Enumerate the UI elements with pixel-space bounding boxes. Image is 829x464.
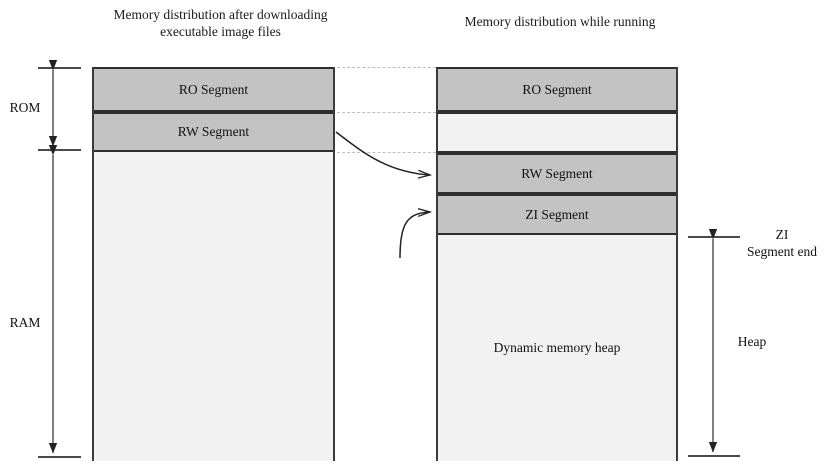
zi-segment-end-label: ZI Segment end: [746, 227, 818, 259]
rom-top-tick: [38, 67, 81, 69]
rom-label: ROM: [9, 100, 41, 115]
ram-label: RAM: [9, 315, 41, 330]
right-panel-title: Memory distribution while running: [464, 14, 656, 29]
ram-bottom-tick: [38, 456, 81, 458]
connector-dotted-bottom: [337, 152, 436, 153]
right-segment-heap: Dynamic memory heap: [436, 235, 678, 461]
heap-end-tick: [688, 455, 740, 457]
rw-migration-arrow: [335, 131, 430, 175]
left-column-right-edge: [333, 67, 335, 461]
connector-dotted-middle: [337, 112, 436, 113]
zi-creation-arrow: [399, 212, 430, 259]
zi-end-tick: [688, 236, 740, 238]
left-segment-free: [92, 152, 335, 461]
right-segment-rw: RW Segment: [436, 153, 678, 194]
right-segment-gap: [436, 112, 678, 153]
right-column-right-edge: [676, 67, 678, 461]
left-segment-rw: RW Segment: [92, 112, 335, 152]
right-segment-zi: ZI Segment: [436, 194, 678, 235]
heap-label: Heap: [737, 334, 767, 349]
left-segment-ro: RO Segment: [92, 67, 335, 112]
right-segment-ro: RO Segment: [436, 67, 678, 112]
right-column-left-edge: [436, 67, 438, 461]
connector-dotted-top: [337, 67, 436, 68]
left-column-left-edge: [92, 67, 94, 461]
rom-bottom-tick: [38, 149, 81, 151]
left-panel-title: Memory distribution after downloading ex…: [113, 7, 328, 39]
